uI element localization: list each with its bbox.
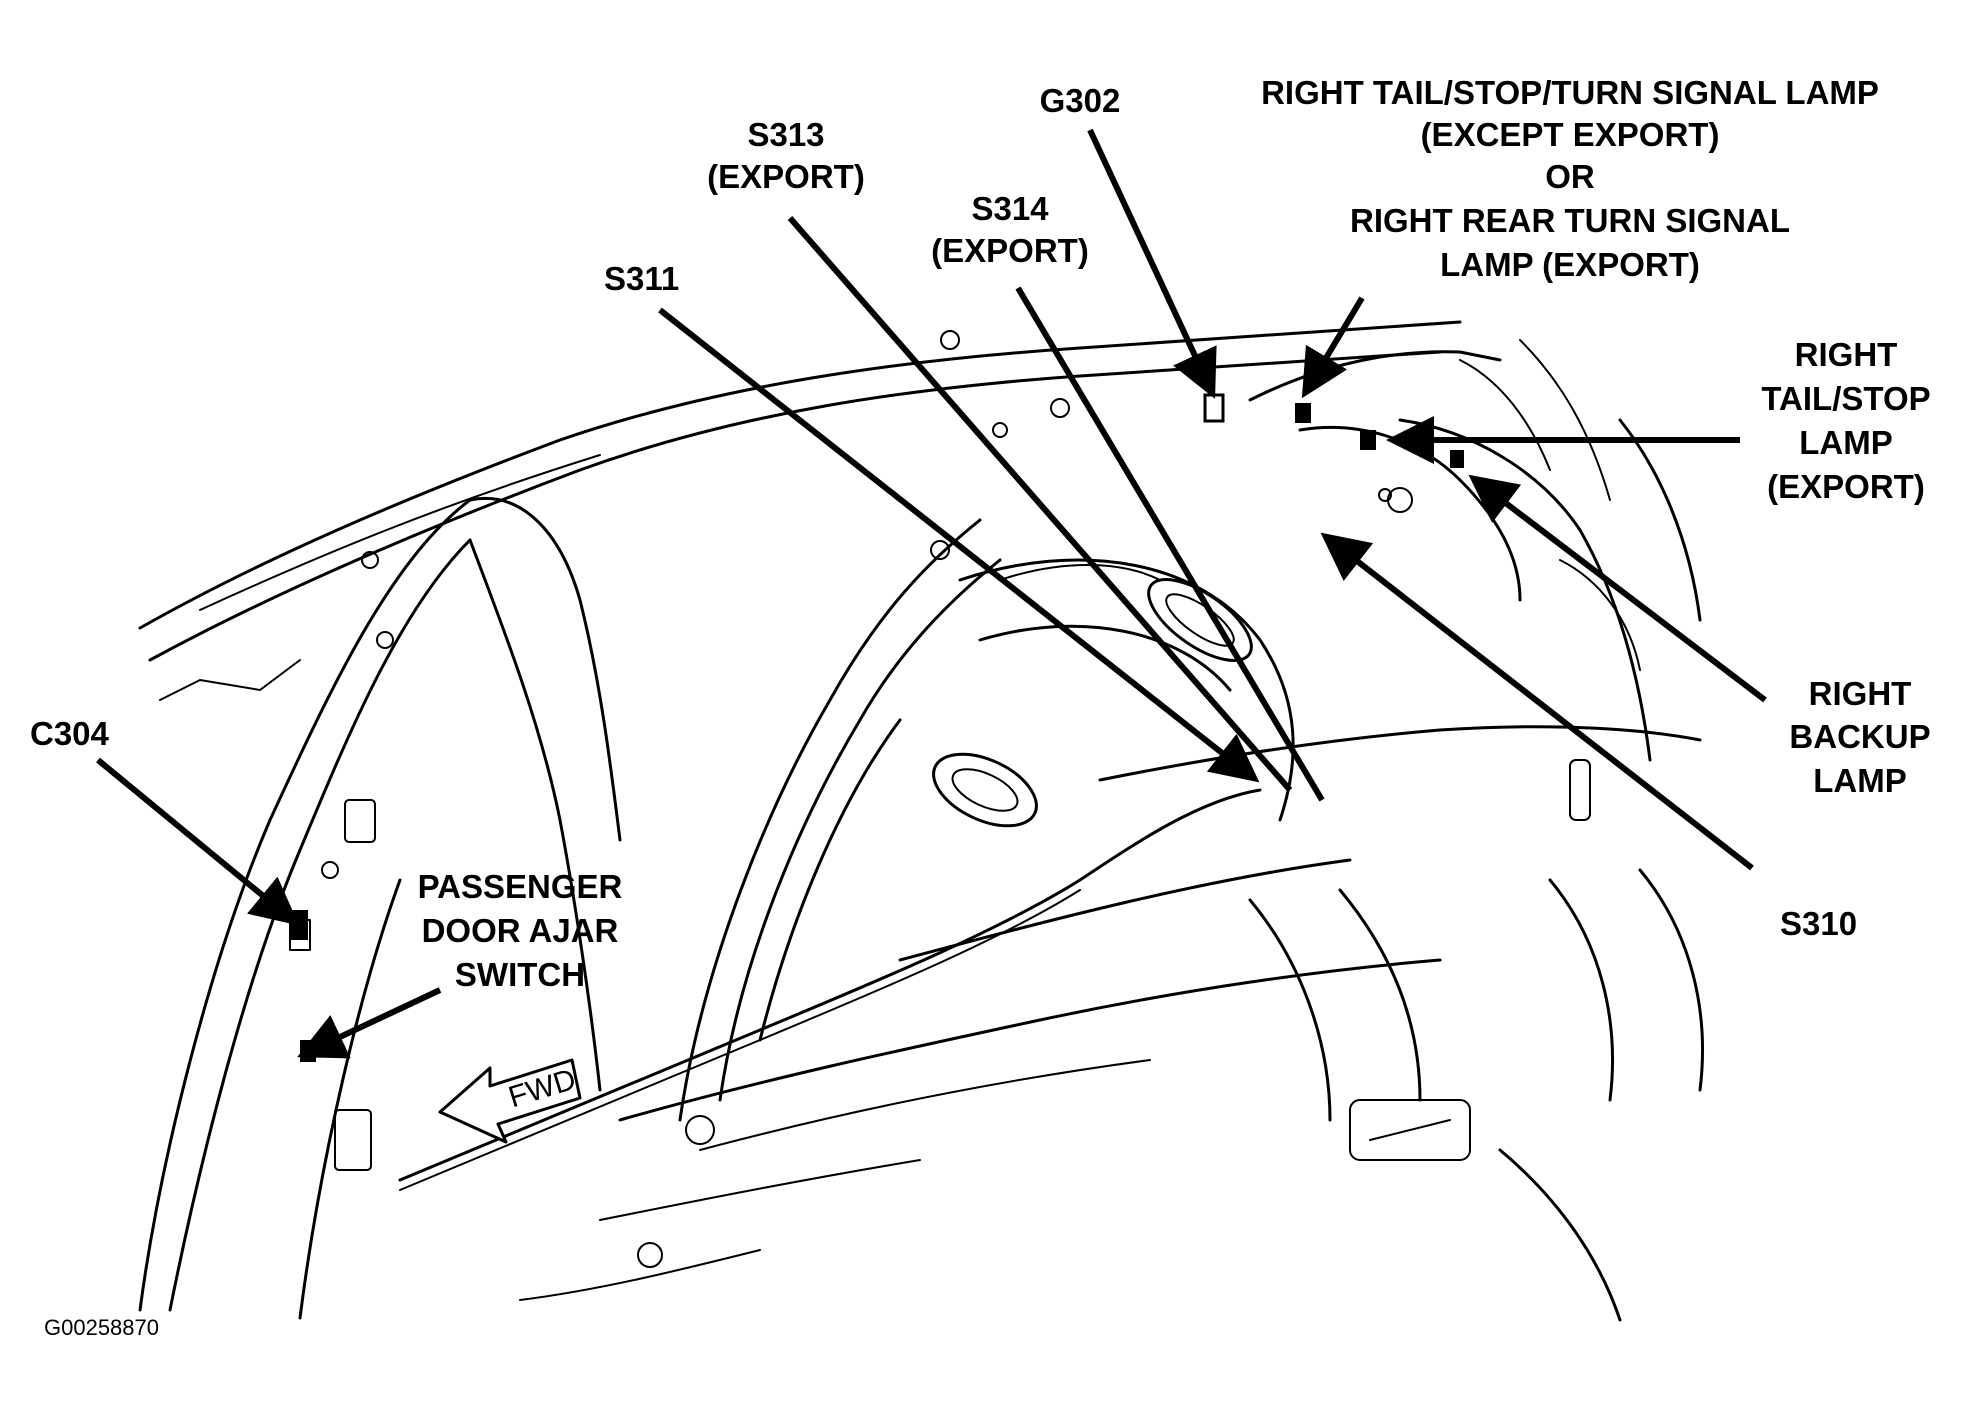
g302-label: G302 [1040, 82, 1121, 119]
callout-s311: S311 [604, 260, 679, 297]
leader-s313 [787, 216, 1293, 792]
backup-lamp-connector-marker [1360, 430, 1376, 450]
tail-stop-export-label-line-3: LAMP [1799, 424, 1893, 461]
callout-s313: S313 (EXPORT) [707, 116, 865, 195]
leader-s310 [1320, 532, 1754, 871]
tail-stop-export-label-line-4: (EXPORT) [1767, 468, 1925, 505]
tail-stop-export-label-line-2: TAIL/STOP [1761, 380, 1930, 417]
callout-tail-lamp: RIGHT TAIL/STOP/TURN SIGNAL LAMP (EXCEPT… [1261, 74, 1879, 283]
backup-lamp-label-line-1: RIGHT [1809, 675, 1912, 712]
figure-code: G00258870 [44, 1315, 159, 1340]
vehicle-body-artwork [138, 320, 1704, 1322]
backup-lamp-label-line-3: LAMP [1813, 762, 1907, 799]
tail-stop-export-label-line-1: RIGHT [1795, 336, 1898, 373]
s313-label-line-1: S313 [747, 116, 824, 153]
leader-tail-lamp [1301, 296, 1365, 399]
s314-label-line-1: S314 [971, 190, 1049, 227]
leader-c304 [96, 757, 300, 926]
leader-g302 [1087, 128, 1217, 399]
tail-lamp-label-line-3: OR [1545, 158, 1595, 195]
callout-tail-stop-export: RIGHT TAIL/STOP LAMP (EXPORT) [1761, 336, 1930, 505]
tail-stop-export-connector-marker [1450, 450, 1464, 468]
c304-label: C304 [30, 715, 110, 752]
tail-lamp-label-line-4: RIGHT REAR TURN SIGNAL [1350, 202, 1790, 239]
callout-g302: G302 [1040, 82, 1121, 119]
tail-lamp-label-line-2: (EXCEPT EXPORT) [1421, 116, 1720, 153]
callout-s310: S310 [1780, 905, 1857, 942]
leader-door-switch [297, 987, 442, 1059]
backup-lamp-label-line-2: BACKUP [1789, 718, 1930, 755]
tail-lamp-connector-marker [1295, 403, 1311, 423]
c304-connector-marker [290, 910, 308, 940]
tail-lamp-label-line-1: RIGHT TAIL/STOP/TURN SIGNAL LAMP [1261, 74, 1879, 111]
forward-direction-indicator: FWD [438, 1058, 582, 1144]
callout-door-switch: PASSENGER DOOR AJAR SWITCH [418, 868, 623, 993]
tail-lamp-label-line-5: LAMP (EXPORT) [1440, 246, 1700, 283]
s311-label: S311 [604, 260, 679, 297]
s314-label-line-2: (EXPORT) [931, 232, 1089, 269]
door-switch-label-line-2: DOOR AJAR [422, 912, 619, 949]
s313-label-line-2: (EXPORT) [707, 158, 865, 195]
leader-s314 [1015, 286, 1325, 802]
door-switch-label-line-3: SWITCH [455, 956, 585, 993]
callout-c304: C304 [30, 715, 110, 752]
s310-label: S310 [1780, 905, 1857, 942]
g302-ground-marker [1203, 393, 1225, 423]
callout-backup-lamp: RIGHT BACKUP LAMP [1789, 675, 1930, 799]
leader-lines [96, 128, 1767, 1059]
callout-s314: S314 (EXPORT) [931, 190, 1089, 269]
leader-s311 [658, 307, 1260, 783]
leader-backup-lamp [1468, 474, 1767, 703]
door-switch-label-line-1: PASSENGER [418, 868, 623, 905]
